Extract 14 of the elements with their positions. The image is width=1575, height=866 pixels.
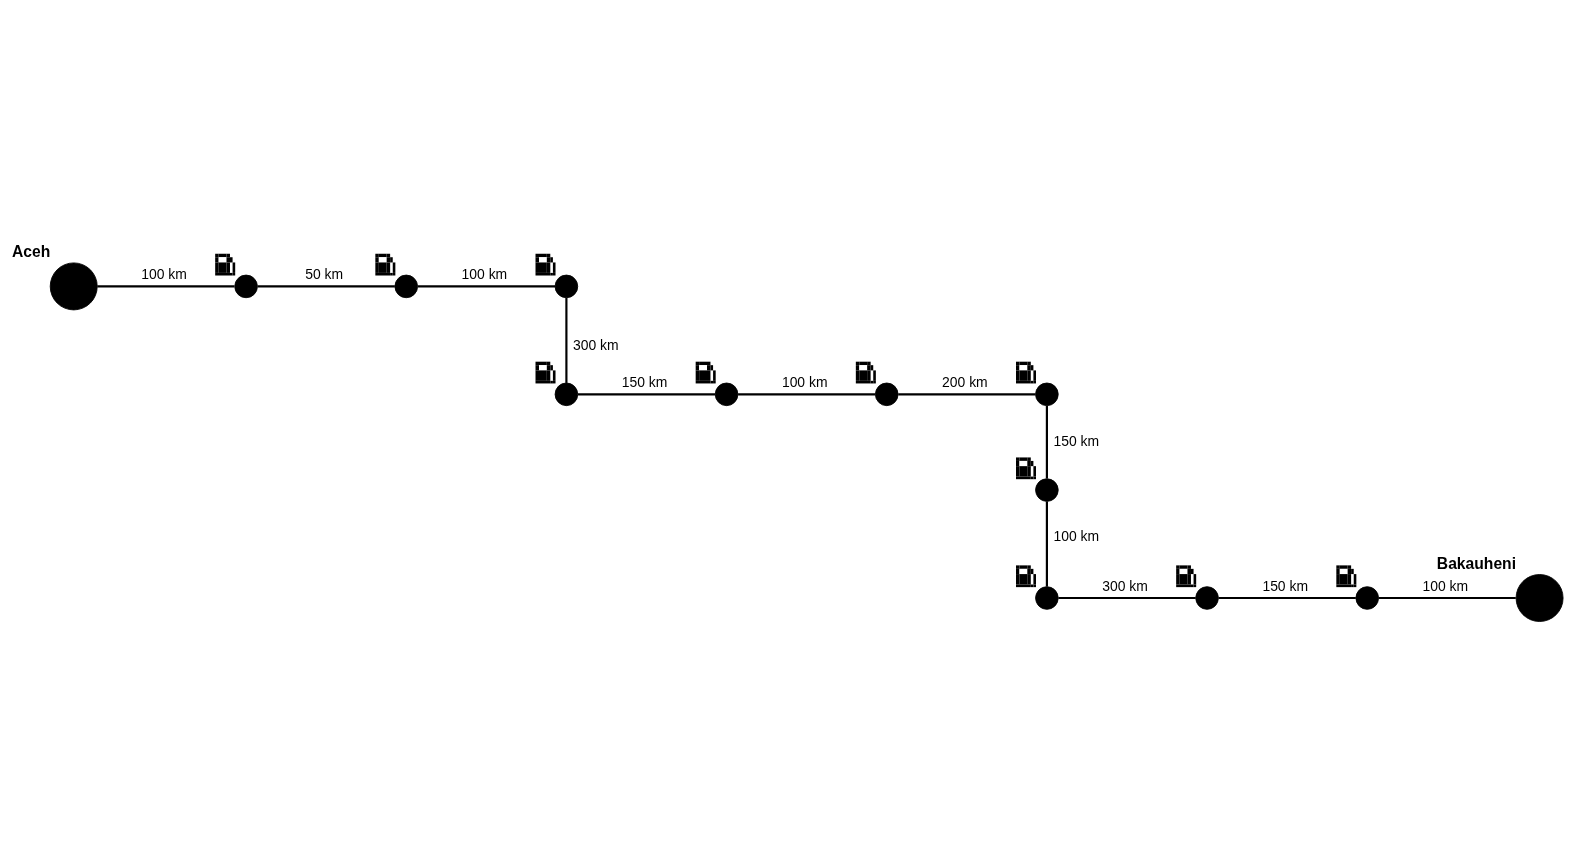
- edge-label: 100 km: [461, 265, 508, 282]
- edge-label: 300 km: [1102, 577, 1148, 594]
- edge-label: 100 km: [1053, 527, 1100, 544]
- edge-label: 200 km: [942, 373, 988, 390]
- edge-label: 100 km: [141, 265, 187, 282]
- edge-label: 150 km: [1053, 432, 1100, 449]
- edge-label: 100 km: [1422, 577, 1469, 594]
- edge-label: 150 km: [1262, 577, 1309, 594]
- node-label: Bakauheni: [1436, 554, 1517, 572]
- edge-label: 150 km: [621, 373, 668, 390]
- edge-label: 100 km: [781, 373, 828, 390]
- edge-label: 300 km: [573, 336, 619, 353]
- node-label: Aceh: [11, 242, 51, 260]
- edge-label: 50 km: [305, 265, 344, 282]
